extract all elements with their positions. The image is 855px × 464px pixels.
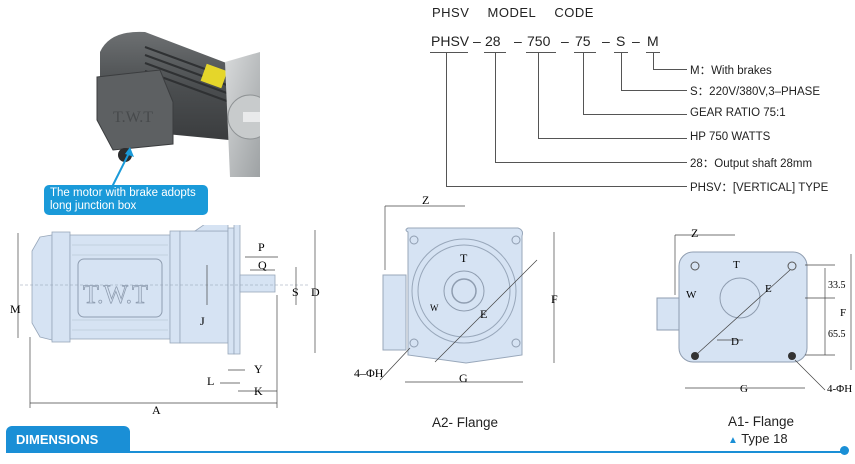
dimensions-section-tab: DIMENSIONS <box>6 426 130 452</box>
dim-y: Y <box>254 362 263 376</box>
warning-label <box>200 63 228 89</box>
divider-end-dot <box>840 446 849 455</box>
type-text: Type 18 <box>741 431 788 446</box>
dim-z: Z <box>691 226 698 240</box>
dim-m: M <box>10 302 21 316</box>
code-sep: – <box>473 33 481 49</box>
dim-upper: 33.5 <box>828 280 846 291</box>
dim-d: D <box>311 285 320 299</box>
code-seg-s: S <box>616 33 626 49</box>
dim-t: T <box>733 259 740 271</box>
side-view-drawing: T.W.T M A P Q S D J L Y K <box>10 225 320 415</box>
triangle-icon: ▲ <box>728 435 738 446</box>
brake-callout: The motor with brake adopts long junctio… <box>44 185 208 215</box>
title-word: MODEL <box>487 5 537 20</box>
dim-g: G <box>459 371 468 385</box>
dim-j: J <box>200 314 205 328</box>
dim-e: E <box>765 283 772 295</box>
dim-h: 4–ΦH <box>354 366 384 380</box>
a1-flange-drawing: Z T W E D 33.5 65.5 F G 4-ΦH <box>656 226 852 395</box>
code-seg-28: 28 <box>485 33 501 49</box>
a2-flange-caption: A2- Flange <box>432 415 499 430</box>
dim-q: Q <box>258 258 267 272</box>
legend-type: PHSV：[VERTICAL] TYPE <box>690 182 829 194</box>
side-brand-mark: T.W.T <box>83 280 148 309</box>
section-divider <box>6 451 848 453</box>
dim-s: S <box>292 285 299 299</box>
dim-t: T <box>460 251 468 265</box>
dim-f: F <box>551 292 558 306</box>
title-word: PHSV <box>432 5 470 20</box>
legend-ratio: GEAR RATIO 75:1 <box>690 107 786 119</box>
dim-a: A <box>152 403 161 415</box>
code-seg-phsv: PHSV <box>431 33 470 49</box>
dim-k: K <box>254 384 263 398</box>
code-seg-75: 75 <box>575 33 591 49</box>
dim-z: Z <box>422 193 429 207</box>
code-sep: – <box>632 33 640 49</box>
dim-p: P <box>258 240 265 254</box>
model-code-title: PHSV MODEL CODE <box>432 5 608 20</box>
a1-type-label: ▲ Type 18 <box>728 431 788 446</box>
code-sep: – <box>561 33 569 49</box>
title-word: CODE <box>554 5 594 20</box>
a2-flange-drawing: Z T W E F G 4–ΦH <box>354 193 558 385</box>
dim-g: G <box>740 383 748 395</box>
legend-hp: HP 750 WATTS <box>690 131 771 143</box>
brand-mark: T.W.T <box>113 109 153 126</box>
legend-m: M：With brakes <box>690 65 772 77</box>
code-seg-m: M <box>647 33 659 49</box>
code-sep: – <box>602 33 610 49</box>
code-sep: – <box>514 33 522 49</box>
junction-box <box>96 69 174 151</box>
callout-arrow <box>111 147 134 188</box>
motor-photo: T.W.T <box>96 31 260 177</box>
legend-s: S：220V/380V,3–PHASE <box>690 86 820 98</box>
dim-h: 4-ΦH <box>827 383 852 395</box>
dim-w: W <box>686 289 697 301</box>
legend-shaft: 28：Output shaft 28mm <box>690 158 813 170</box>
dim-l: L <box>207 374 214 388</box>
dim-lower: 65.5 <box>828 329 846 340</box>
dim-d: D <box>731 336 739 348</box>
dim-w: W <box>430 303 439 313</box>
dim-f: F <box>840 307 846 319</box>
a1-flange-caption: A1- Flange <box>728 414 795 429</box>
code-seg-750: 750 <box>527 33 551 49</box>
dim-e: E <box>480 307 487 321</box>
